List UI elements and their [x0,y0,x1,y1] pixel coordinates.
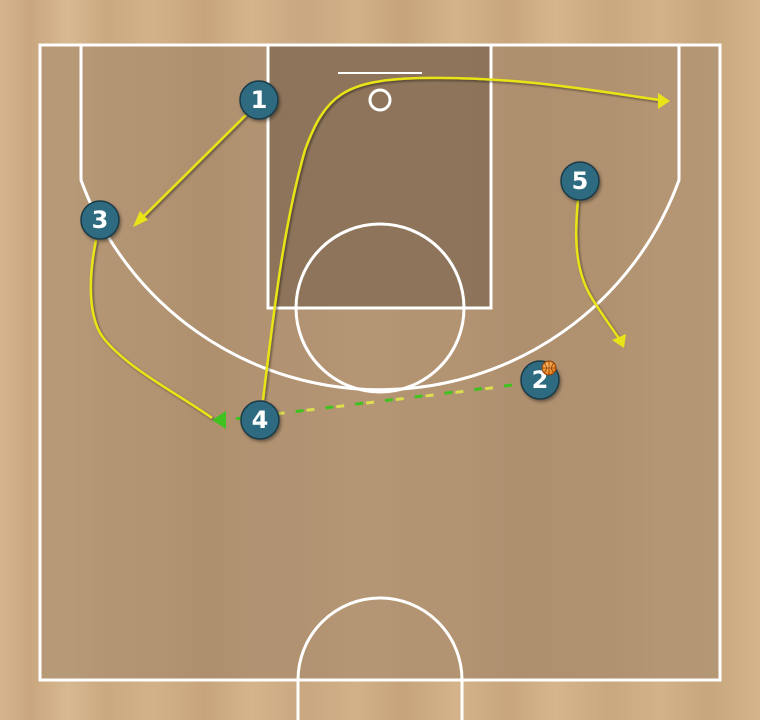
player-3[interactable]: 3 [80,200,120,240]
player-3-label: 3 [92,206,109,234]
player-1-label: 1 [251,86,268,114]
player-1[interactable]: 1 [239,80,279,120]
free-throw-circle-bottom [294,307,466,394]
pass-dash-yellow [225,384,509,422]
center-circle [296,596,464,720]
pass-arrowhead [212,411,226,429]
paint-outline [266,43,493,310]
player-4-marker [240,400,280,440]
arrowhead-player-4 [658,93,670,109]
arrowhead-player-1 [133,211,148,227]
court-lines [38,43,722,720]
arrowhead-player-5 [612,334,626,348]
cut-path-player-4 [261,76,661,401]
paint-area [268,45,491,308]
cut-path-player-1 [139,114,247,221]
cut-paths [89,76,670,420]
basketball-icon [541,360,557,376]
player-5-label: 5 [572,167,589,195]
cut-path-player-5 [574,199,622,341]
basket-rim [368,88,392,112]
players: 1 3 5 4 2 [80,80,600,440]
free-throw-circle-top [294,222,466,309]
cut-path-player-3 [89,239,213,420]
player-3-marker [80,200,120,240]
player-1-marker [239,80,279,120]
player-5[interactable]: 5 [560,161,600,201]
player-4-label: 4 [252,406,269,434]
player-2[interactable]: 2 [520,360,560,400]
three-point-line [79,45,681,392]
player-4[interactable]: 4 [240,400,280,440]
player-5-marker [560,161,600,201]
